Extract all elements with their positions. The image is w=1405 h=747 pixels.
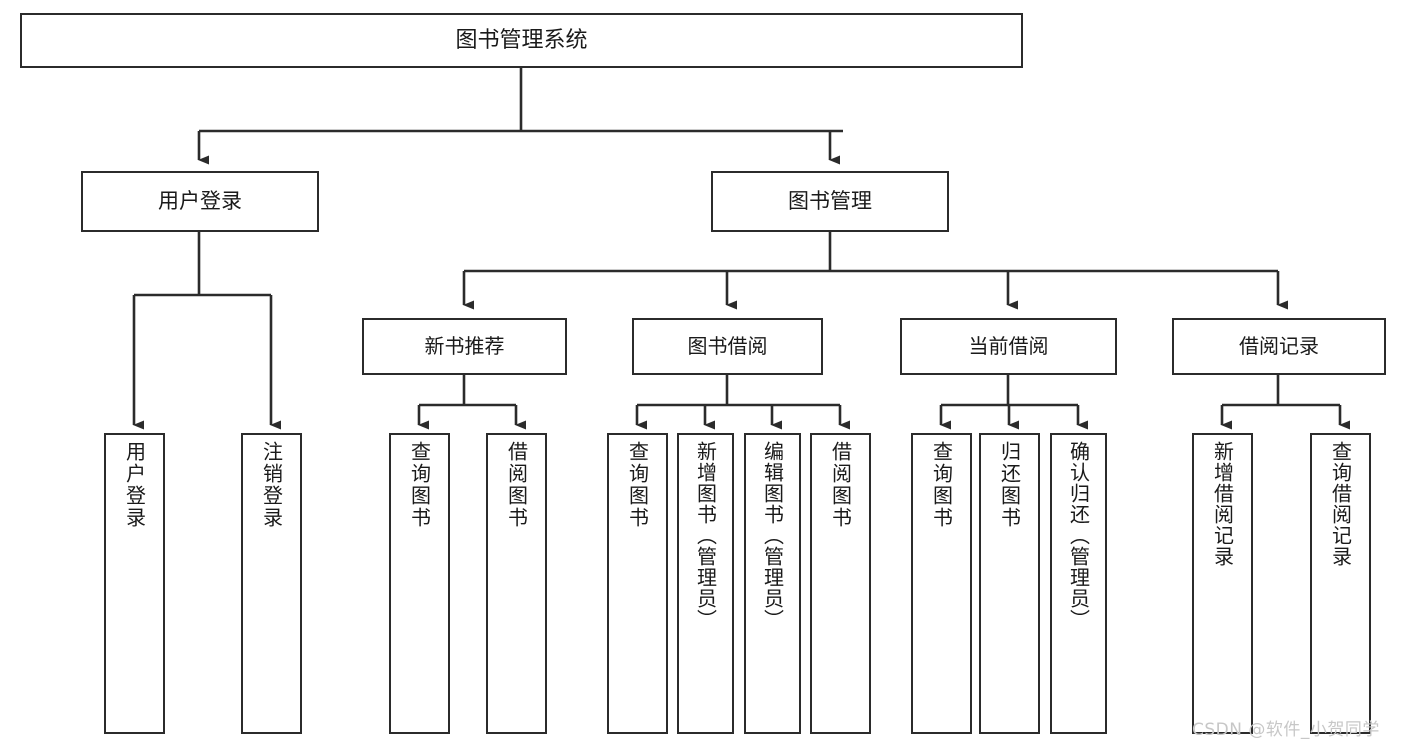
- node-label: 确认归还（管理员）: [1066, 441, 1091, 630]
- node-borrow-record[interactable]: 借阅记录: [1172, 318, 1386, 375]
- node-leaf-query-book-3[interactable]: 查询图书: [911, 433, 972, 734]
- node-label: 归还图书: [997, 441, 1022, 529]
- node-leaf-return-book[interactable]: 归还图书: [979, 433, 1040, 734]
- node-leaf-query-book-1[interactable]: 查询图书: [389, 433, 450, 734]
- node-label: 编辑图书（管理员）: [760, 441, 785, 630]
- node-leaf-add-book[interactable]: 新增图书（管理员）: [677, 433, 734, 734]
- node-label: 图书管理: [788, 189, 872, 214]
- node-label: 查询图书: [407, 441, 432, 529]
- node-leaf-user-login[interactable]: 用户登录: [104, 433, 165, 734]
- node-leaf-add-record[interactable]: 新增借阅记录: [1192, 433, 1253, 734]
- node-label: 用户登录: [122, 441, 147, 529]
- node-label: 当前借阅: [968, 333, 1049, 358]
- node-leaf-confirm-return[interactable]: 确认归还（管理员）: [1050, 433, 1107, 734]
- node-leaf-query-book-2[interactable]: 查询图书: [607, 433, 668, 734]
- node-label: 新增图书（管理员）: [693, 441, 718, 630]
- watermark-text: CSDN @软件_小贺同学: [1192, 720, 1380, 740]
- node-label: 用户登录: [158, 189, 242, 214]
- node-label: 查询借阅记录: [1328, 441, 1353, 567]
- node-label: 注销登录: [259, 441, 284, 529]
- node-user-login[interactable]: 用户登录: [81, 171, 319, 232]
- node-label: 借阅记录: [1239, 333, 1319, 358]
- node-leaf-edit-book[interactable]: 编辑图书（管理员）: [744, 433, 801, 734]
- node-leaf-query-record[interactable]: 查询借阅记录: [1310, 433, 1371, 734]
- node-leaf-logout-login[interactable]: 注销登录: [241, 433, 302, 734]
- node-label: 借阅图书: [504, 441, 529, 529]
- node-book-management[interactable]: 图书管理: [711, 171, 949, 232]
- node-label: 查询图书: [929, 441, 954, 529]
- node-label: 图书管理系统: [455, 27, 588, 53]
- node-new-book-recommend[interactable]: 新书推荐: [362, 318, 567, 375]
- csdn-watermark: CSDN @软件_小贺同学: [1192, 715, 1380, 740]
- node-label: 图书借阅: [687, 333, 768, 358]
- node-book-borrow[interactable]: 图书借阅: [632, 318, 823, 375]
- node-current-borrow[interactable]: 当前借阅: [900, 318, 1117, 375]
- node-leaf-borrow-book-1[interactable]: 借阅图书: [486, 433, 547, 734]
- node-label: 新书推荐: [424, 333, 505, 358]
- node-leaf-borrow-book-2[interactable]: 借阅图书: [810, 433, 871, 734]
- node-label: 新增借阅记录: [1210, 441, 1235, 567]
- node-label: 查询图书: [625, 441, 650, 529]
- node-label: 借阅图书: [828, 441, 853, 529]
- node-root-system[interactable]: 图书管理系统: [20, 13, 1023, 68]
